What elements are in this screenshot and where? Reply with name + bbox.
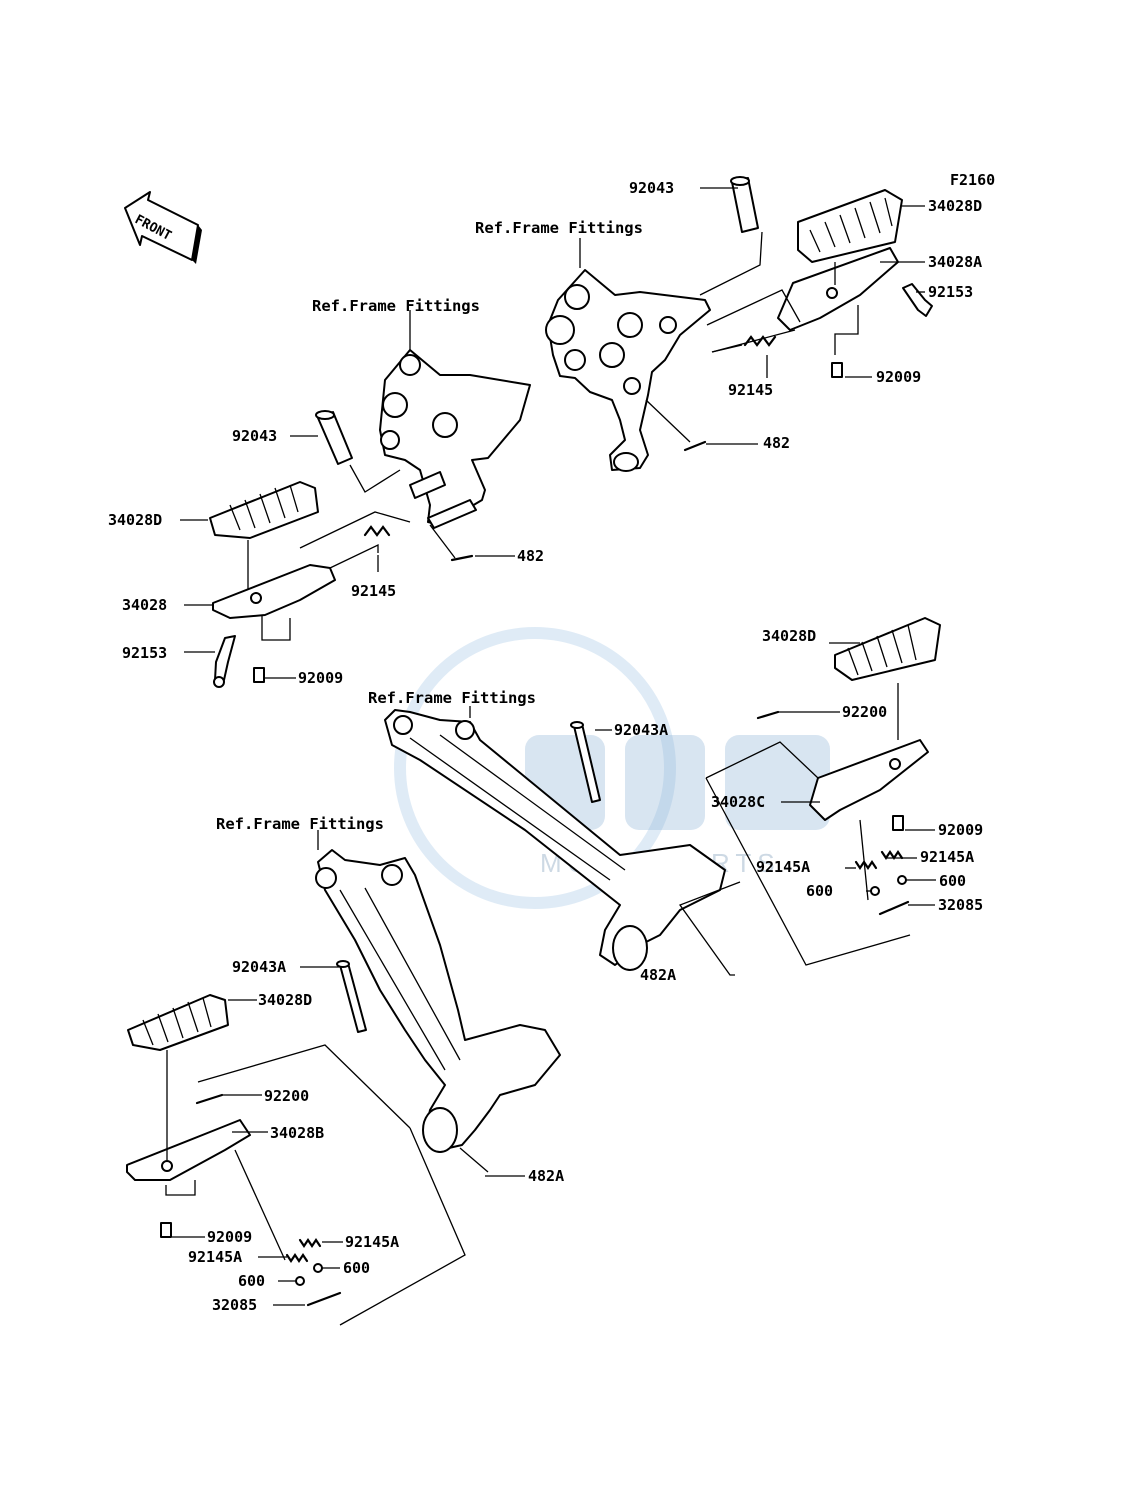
bottom-right-spring-right-label: 92145A (920, 848, 974, 866)
bottom-right-ref-label: Ref.Frame Fittings (368, 689, 536, 707)
top-left-pin-label: 92043 (232, 427, 277, 445)
assembly-bottom-right (384, 617, 941, 976)
bottom-right-footpeg-label: 34028C (711, 793, 765, 811)
bottom-right-spring-left-label: 92145A (756, 858, 810, 876)
bottom-right-rubber-label: 34028D (762, 627, 816, 645)
front-direction-arrow-icon: FRONT (124, 191, 202, 264)
bottom-left-ball-right-label: 600 (343, 1259, 370, 1277)
bottom-right-ball-left-label: 600 (806, 882, 833, 900)
bottom-left-screw-label: 92009 (207, 1228, 252, 1246)
top-left-screw-label: 92009 (298, 669, 343, 687)
top-left-rubber-label: 34028D (108, 511, 162, 529)
bottom-left-spring-right-label: 92145A (345, 1233, 399, 1251)
bottom-right-pin-label: 92043A (614, 721, 668, 739)
assembly-bottom-left (126, 830, 561, 1326)
assembly-top-right (545, 176, 933, 472)
top-right-spring-label: 92145 (728, 381, 773, 399)
top-left-footpeg-label: 34028 (122, 596, 167, 614)
bottom-left-ball-left-label: 600 (238, 1272, 265, 1290)
bottom-left-ref-label: Ref.Frame Fittings (216, 815, 384, 833)
bottom-right-ball-right-label: 600 (939, 872, 966, 890)
top-right-screw-label: 92009 (876, 368, 921, 386)
top-left-bolt-label: 92153 (122, 644, 167, 662)
bottom-right-screw-label: 92009 (938, 821, 983, 839)
bottom-left-spring-left-label: 92145A (188, 1248, 242, 1266)
bottom-left-cotter-label: 482A (528, 1167, 564, 1185)
bottom-right-cotter-label: 482A (640, 966, 676, 984)
top-right-ref-label: Ref.Frame Fittings (475, 219, 643, 237)
figure-code: F2160 (950, 171, 995, 189)
bottom-left-footpeg-label: 34028B (270, 1124, 324, 1142)
bottom-left-rubber-label: 34028D (258, 991, 312, 1009)
top-left-cotter-label: 482 (517, 547, 544, 565)
top-left-ref-label: Ref.Frame Fittings (312, 297, 480, 315)
top-right-pin-label: 92043 (629, 179, 674, 197)
bottom-right-stopper-label: 32085 (938, 896, 983, 914)
top-left-spring-label: 92145 (351, 582, 396, 600)
bottom-left-stopper-label: 32085 (212, 1296, 257, 1314)
bottom-right-plate-label: 92200 (842, 703, 887, 721)
top-right-rubber-label: 34028D (928, 197, 982, 215)
top-right-bolt-label: 92153 (928, 283, 973, 301)
bottom-left-plate-label: 92200 (264, 1087, 309, 1105)
assembly-top-left (180, 310, 531, 688)
bottom-left-pin-label: 92043A (232, 958, 286, 976)
top-right-footpeg-label: 34028A (928, 253, 982, 271)
top-right-cotter-label: 482 (763, 434, 790, 452)
